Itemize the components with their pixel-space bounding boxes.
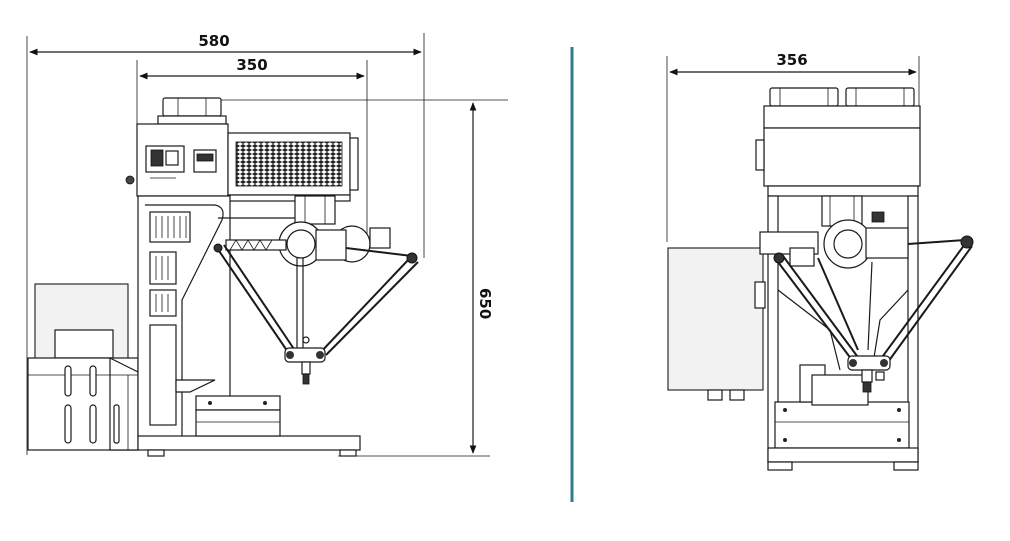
- dimension-label-350: 350: [236, 56, 267, 74]
- front-delta-robot: [759, 195, 974, 393]
- dimension-356: 356: [666, 51, 920, 242]
- dimension-650: 650: [210, 99, 508, 457]
- side-tray-box: [27, 283, 139, 451]
- dimension-580: 580: [26, 32, 425, 455]
- dimension-label-356: 356: [776, 51, 807, 69]
- side-work-tray: [195, 395, 281, 437]
- control-box: [125, 97, 229, 197]
- side-delta-robot: [213, 195, 419, 385]
- side-view: 580 350 650: [26, 32, 508, 457]
- dimension-label-580: 580: [198, 32, 229, 50]
- front-side-box: [667, 247, 766, 401]
- front-view: 356: [666, 51, 974, 471]
- front-top-fans: [755, 87, 921, 187]
- motor-housing: [227, 132, 359, 202]
- dimension-label-650: 650: [476, 288, 494, 319]
